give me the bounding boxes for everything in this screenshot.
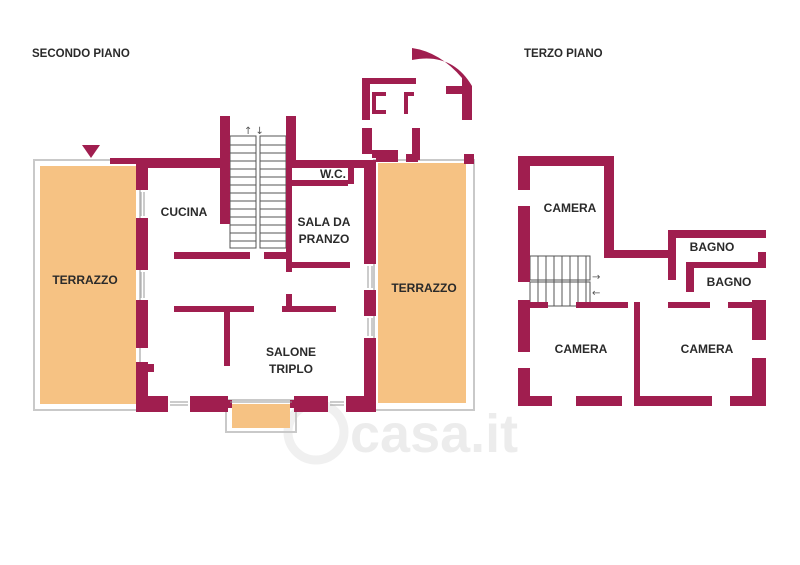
terrace-left (40, 166, 136, 404)
room-label-terrazzo-left: TERRAZZO (52, 273, 117, 287)
floor-title-second: SECONDO PIANO (32, 48, 130, 60)
room-label-cucina: CUCINA (161, 205, 208, 219)
staircase-second-floor (229, 135, 287, 249)
room-label-salone-line2: TRIPLO (269, 362, 313, 376)
room-label-bagno-top: BAGNO (690, 240, 735, 254)
room-label-salone-line1: SALONE (266, 345, 316, 359)
terrace-right (378, 163, 466, 403)
terrace-right-outline (373, 159, 475, 411)
second-floor: ↑ ↓ (33, 48, 475, 433)
staircase-third-floor (529, 255, 591, 307)
watermark: casa.it (283, 399, 518, 465)
stair-arrow-right: → (592, 272, 600, 283)
room-label-camera-right: CAMERA (681, 342, 734, 356)
entrance-marker-icon (82, 145, 100, 158)
watermark-text: casa.it (350, 404, 518, 464)
room-label-wc: W.C. (320, 167, 346, 181)
windows-second-floor (140, 192, 373, 406)
room-label-sala-line2: PRANZO (299, 232, 350, 246)
bay-window-outline (225, 399, 297, 433)
walls-second-floor (110, 48, 474, 412)
walls-third-floor (518, 156, 766, 406)
bay-window-terrace (232, 404, 290, 428)
room-label-bagno-bottom: BAGNO (707, 275, 752, 289)
stair-arrows-second: ↑ ↓ (244, 126, 264, 137)
room-label-camera-top: CAMERA (544, 201, 597, 215)
room-label-camera-left: CAMERA (555, 342, 608, 356)
stair-arrow-left: ← (592, 288, 600, 299)
third-floor: → ← (518, 156, 766, 406)
terrace-left-outline (33, 159, 141, 411)
room-label-terrazzo-right: TERRAZZO (391, 281, 456, 295)
room-label-sala-line1: SALA DA (298, 215, 351, 229)
floor-title-third: TERZO PIANO (524, 48, 603, 60)
